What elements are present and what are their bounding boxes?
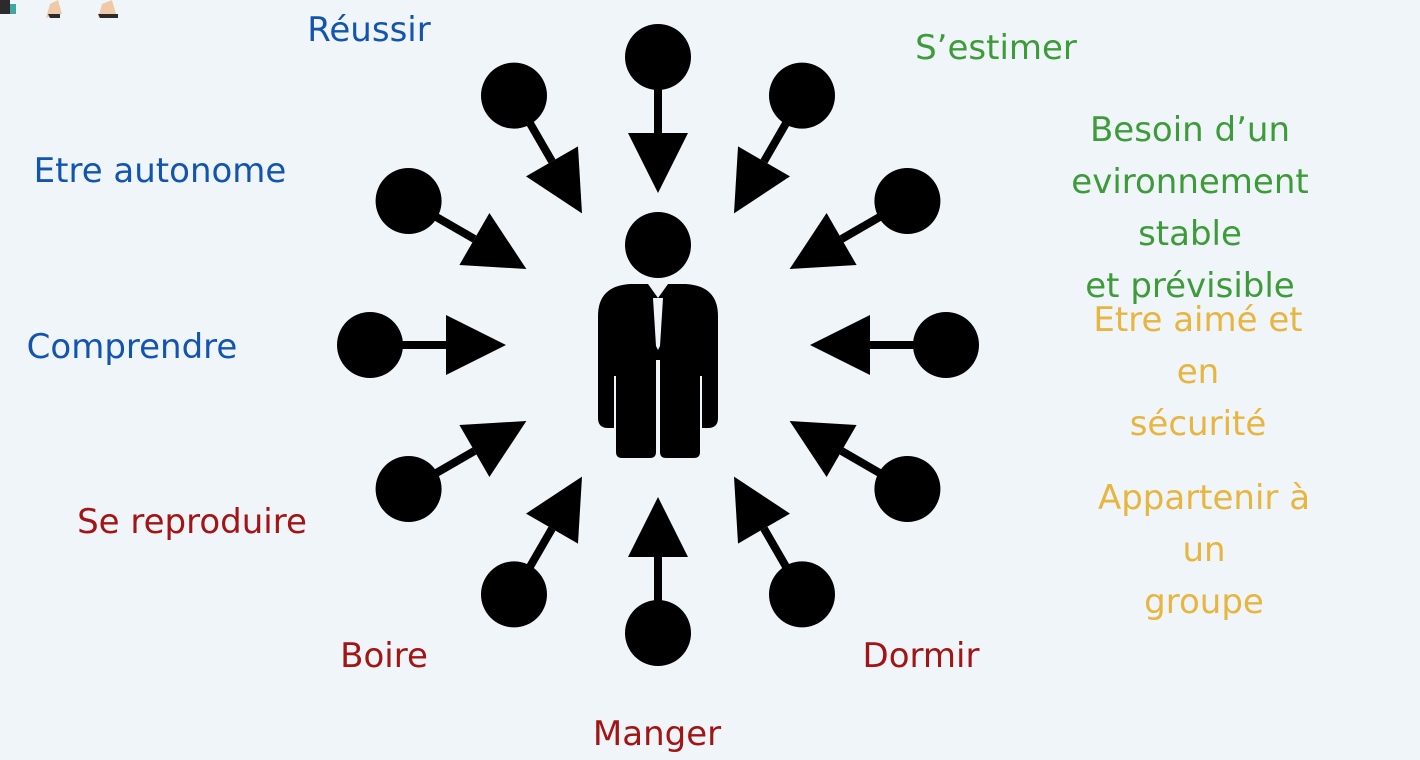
arrow-head (734, 146, 790, 214)
arrow-head (734, 476, 790, 544)
circle-arrow-icon (375, 421, 527, 522)
arrow-head (810, 315, 870, 375)
circle-arrow-icon (625, 24, 691, 193)
arrow-source-dot (375, 456, 442, 522)
arrow-head (446, 315, 506, 375)
arrow-head (526, 476, 582, 544)
need-label-line: Etre aimé et en (1093, 300, 1303, 392)
need-label-line: Besoin d’un (1089, 110, 1291, 150)
arrow-source-dot (874, 168, 941, 234)
need-label-line: sécurité (1129, 404, 1267, 444)
circle-arrow-icon (810, 312, 979, 378)
arrow-group (337, 24, 979, 666)
arrow-source-dot (337, 312, 403, 378)
arrow-source-dot (481, 62, 547, 129)
circle-arrow-icon (789, 421, 941, 522)
circle-arrow-icon (375, 168, 527, 269)
need-label-reussir: Réussir (307, 10, 431, 50)
arrow-head (459, 421, 527, 477)
need-label-aime: Etre aimé et en sécurité (1087, 294, 1309, 450)
circle-arrow-icon (481, 62, 582, 214)
need-label-manger: Manger (592, 714, 722, 754)
arrow-source-dot (874, 456, 941, 522)
circle-arrow-icon (734, 62, 835, 214)
need-label-groupe: Appartenir à un groupe (1096, 472, 1312, 628)
arrow-source-dot (769, 561, 835, 628)
need-label-reproduire: Se reproduire (77, 502, 307, 542)
arrow-source-dot (769, 62, 835, 129)
need-label-line: groupe (1144, 582, 1264, 622)
circle-arrow-icon (337, 312, 506, 378)
circle-arrow-icon (625, 497, 691, 666)
arrow-source-dot (625, 600, 691, 666)
arrow-source-dot (625, 24, 691, 90)
arrow-source-dot (375, 168, 442, 234)
person-in-suit-icon (598, 212, 718, 458)
circle-arrow-icon (734, 476, 835, 628)
arrow-source-dot (481, 561, 547, 628)
arrow-head (628, 133, 688, 193)
need-label-autonome: Etre autonome (33, 151, 287, 191)
need-label-sestimer: S’estimer (915, 28, 1077, 68)
need-label-environnement: Besoin d’un evironnement stable et prévi… (1071, 104, 1308, 312)
arrow-head (526, 146, 582, 214)
need-label-line: evironnement stable (1071, 162, 1309, 254)
arrow-source-dot (913, 312, 979, 378)
circle-arrow-icon (789, 168, 941, 269)
arrow-head (628, 497, 688, 557)
need-label-line: Appartenir à un (1097, 478, 1311, 570)
need-label-boire: Boire (340, 636, 428, 676)
need-label-comprendre: Comprendre (26, 327, 238, 367)
need-label-dormir: Dormir (862, 636, 980, 676)
feet-illustration-icon (0, 0, 140, 22)
circle-arrow-icon (481, 476, 582, 628)
arrow-head (459, 213, 527, 269)
arrow-head (789, 421, 857, 477)
need-label-line: et prévisible (1085, 266, 1295, 306)
arrow-head (789, 213, 857, 269)
